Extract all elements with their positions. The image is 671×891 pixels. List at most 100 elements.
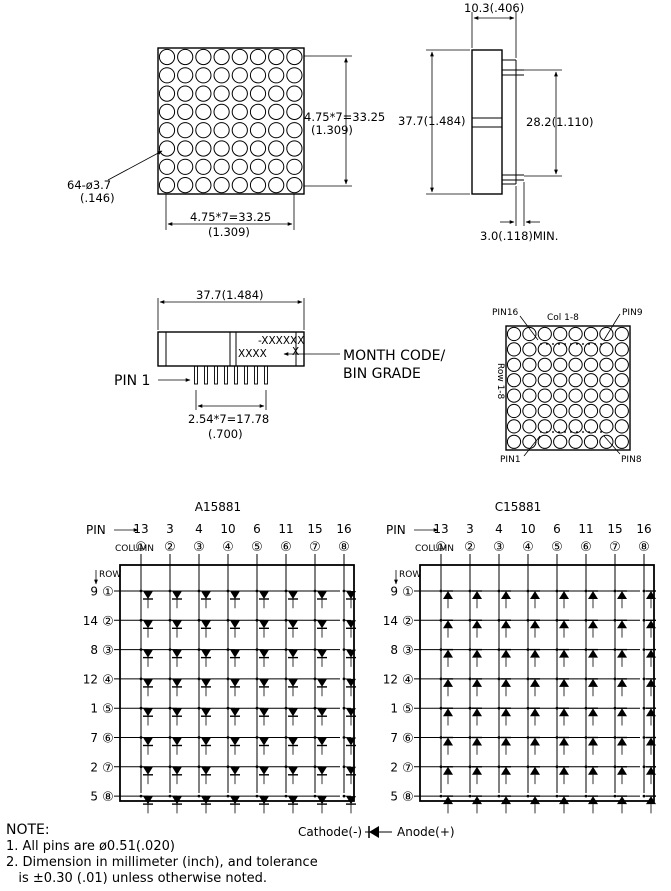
led-dot	[231, 67, 248, 84]
led-diode	[530, 708, 540, 717]
front-view-outline	[157, 47, 305, 195]
junction-dot	[226, 648, 230, 651]
led-dot	[268, 122, 285, 139]
pin-map-dot	[553, 403, 568, 419]
led-diode	[646, 591, 656, 599]
led-diode	[317, 708, 327, 717]
note-line-3: is ±0.30 (.01) unless otherwise noted.	[6, 871, 268, 886]
junction-dot	[284, 589, 288, 593]
pin-map-dot	[522, 419, 537, 434]
pin-map-dot	[553, 326, 568, 342]
junction-dot	[613, 648, 617, 651]
row-pin-number: 1	[390, 702, 398, 716]
led-diode	[143, 708, 153, 717]
led-dot	[177, 140, 194, 157]
led-diode	[588, 737, 598, 746]
led-dot	[231, 122, 248, 139]
led-diode	[530, 678, 540, 687]
junction-dot	[168, 589, 172, 593]
junction-dot	[255, 765, 259, 769]
junction-dot	[439, 765, 443, 769]
led-diode	[259, 620, 269, 629]
junction-dot	[439, 648, 443, 651]
junction-dot	[313, 589, 317, 593]
code-xxxx-text: XXXX	[238, 348, 267, 360]
column-index: ①	[435, 540, 447, 555]
column-pin-number: 4	[495, 522, 503, 536]
led-diode	[143, 591, 153, 599]
junction-dot	[284, 736, 288, 739]
junction-dot	[555, 736, 559, 739]
diode-legend: Cathode(-) Anode(+)	[298, 825, 455, 839]
led-diode	[443, 766, 453, 775]
led-diode	[143, 737, 153, 746]
led-diode	[588, 708, 598, 717]
junction-dot	[284, 706, 288, 710]
pin-map-dot	[614, 373, 629, 388]
pin-map-dot	[537, 434, 552, 449]
led-diode	[259, 678, 269, 687]
junction-dot	[555, 677, 559, 681]
pin-map-dot	[583, 388, 599, 403]
row-index: ⑥	[402, 732, 414, 747]
led-dot	[249, 85, 267, 102]
schematic-title: C15881	[495, 500, 542, 514]
led-diode	[172, 796, 182, 805]
pin-map-dot	[614, 403, 629, 419]
schematic-column-label: COLUMN	[115, 544, 154, 554]
led-diode	[501, 737, 511, 746]
led-diode	[472, 708, 482, 717]
junction-dot	[555, 794, 559, 798]
pin-map-dot	[506, 388, 522, 403]
junction-dot	[284, 677, 288, 681]
pin-map-dot	[583, 434, 599, 449]
junction-dot	[497, 765, 501, 769]
junction-dot	[226, 618, 230, 622]
side-pin-len-dim-label: 3.0(.118)MIN.	[480, 229, 558, 243]
led-dot	[213, 48, 230, 66]
junction-dot	[197, 677, 201, 681]
schematic-pin-label: PIN	[86, 523, 106, 537]
row-pin-number: 12	[383, 672, 398, 686]
pin-map-dot	[553, 342, 568, 357]
column-pin-number: 11	[278, 522, 293, 536]
junction-dot	[139, 706, 143, 710]
junction-dot	[584, 648, 588, 651]
led-diode	[201, 620, 211, 629]
led-diode	[143, 678, 153, 687]
pin-map-dot	[614, 326, 629, 342]
junction-dot	[468, 589, 472, 593]
led-diode	[443, 649, 453, 658]
led-diode	[472, 649, 482, 658]
junction-dot	[439, 618, 443, 622]
led-diode	[501, 591, 511, 599]
junction-dot	[468, 794, 472, 798]
pin-map-led-dots	[506, 326, 629, 449]
led-diode	[346, 649, 356, 658]
row-pin-number: 1	[90, 702, 98, 716]
pin-map-dot	[506, 419, 522, 434]
pin-map-dot	[537, 357, 552, 372]
column-index: ②	[464, 540, 476, 555]
led-dot	[195, 48, 212, 66]
junction-dot	[168, 794, 172, 798]
pin-map-dot	[568, 342, 583, 357]
led-diode	[501, 649, 511, 658]
led-dot	[249, 48, 267, 66]
code-x-text: X	[292, 346, 299, 358]
led-dot	[195, 158, 212, 175]
pin-map-dot	[568, 403, 583, 419]
junction-dot	[168, 706, 172, 710]
junction-dot	[555, 589, 559, 593]
junction-dot	[197, 736, 201, 739]
junction-dot	[526, 648, 530, 651]
led-diode	[143, 796, 153, 805]
led-diode	[530, 620, 540, 629]
junction-dot	[439, 794, 443, 798]
column-pin-number: 6	[253, 522, 261, 536]
junction-dot	[197, 765, 201, 769]
led-diode	[559, 737, 569, 746]
pin-map-dot	[599, 357, 614, 372]
junction-dot	[342, 589, 346, 593]
junction-dot	[313, 618, 317, 622]
